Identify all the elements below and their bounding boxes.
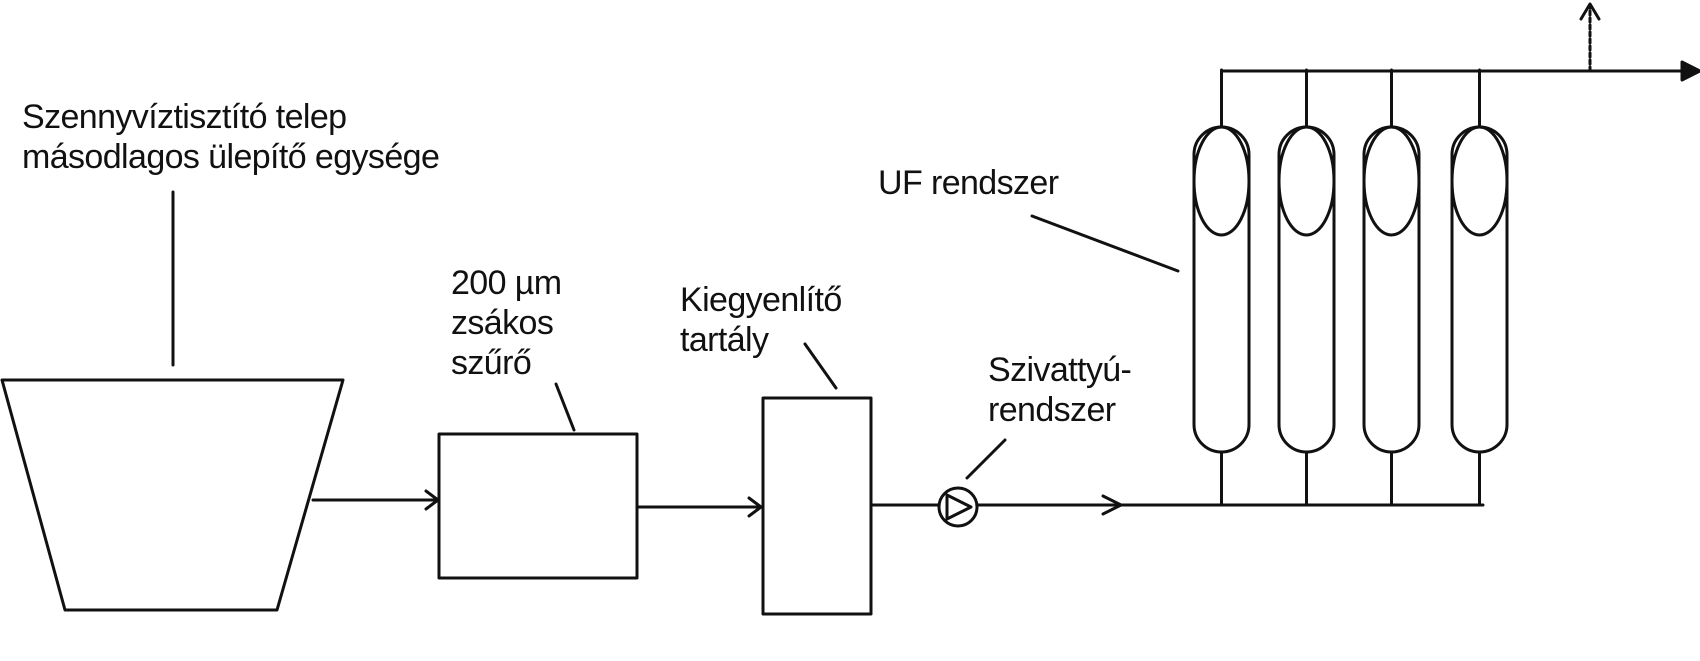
bag-filter-box: [437, 432, 639, 580]
uf-module: [1362, 68, 1421, 507]
pump-symbol: [937, 486, 979, 528]
equalization-tank-box: [761, 396, 873, 616]
label-pump-system: Szivattyú- rendszer: [988, 350, 1132, 430]
flow-arrow-filter-to-tank: [635, 496, 763, 518]
pump-leader-line: [965, 438, 1007, 480]
uf-module: [1192, 68, 1251, 507]
label-line: rendszer: [988, 391, 1116, 429]
tank-leader-line: [803, 342, 838, 390]
label-uf-system: UF rendszer: [878, 163, 1059, 203]
label-line: 200 µm: [451, 264, 562, 302]
flow-arrow-pump-to-uf: [975, 494, 1485, 516]
label-line: másodlagos ülepítő egysége: [22, 138, 440, 176]
uf-module: [1450, 68, 1509, 507]
secondary-clarifier: [0, 378, 345, 612]
label-line: UF rendszer: [878, 164, 1059, 202]
uf-module: [1277, 68, 1336, 507]
permeate-header-arrow: [1220, 60, 1700, 129]
label-equalization-tank: Kiegyenlítő tartály: [680, 280, 842, 360]
label-secondary-clarifier: Szennyvíztisztító telep másodlagos ülepí…: [22, 97, 440, 177]
label-line: Kiegyenlítő: [680, 281, 842, 319]
label-line: Szivattyú-: [988, 351, 1132, 389]
filter-leader-line: [554, 382, 576, 432]
label-line: szűrő: [451, 344, 532, 382]
uf-leader-line: [1030, 214, 1180, 273]
label-bag-filter: 200 µm zsákos szűrő: [451, 263, 562, 383]
label-line: zsákos: [451, 304, 554, 342]
flow-arrow-clarifier-to-filter: [311, 489, 440, 511]
label-line: Szennyvíztisztító telep: [22, 98, 347, 136]
dashed-outlet-arrow: [1579, 2, 1601, 73]
label-line: tartály: [680, 321, 769, 359]
